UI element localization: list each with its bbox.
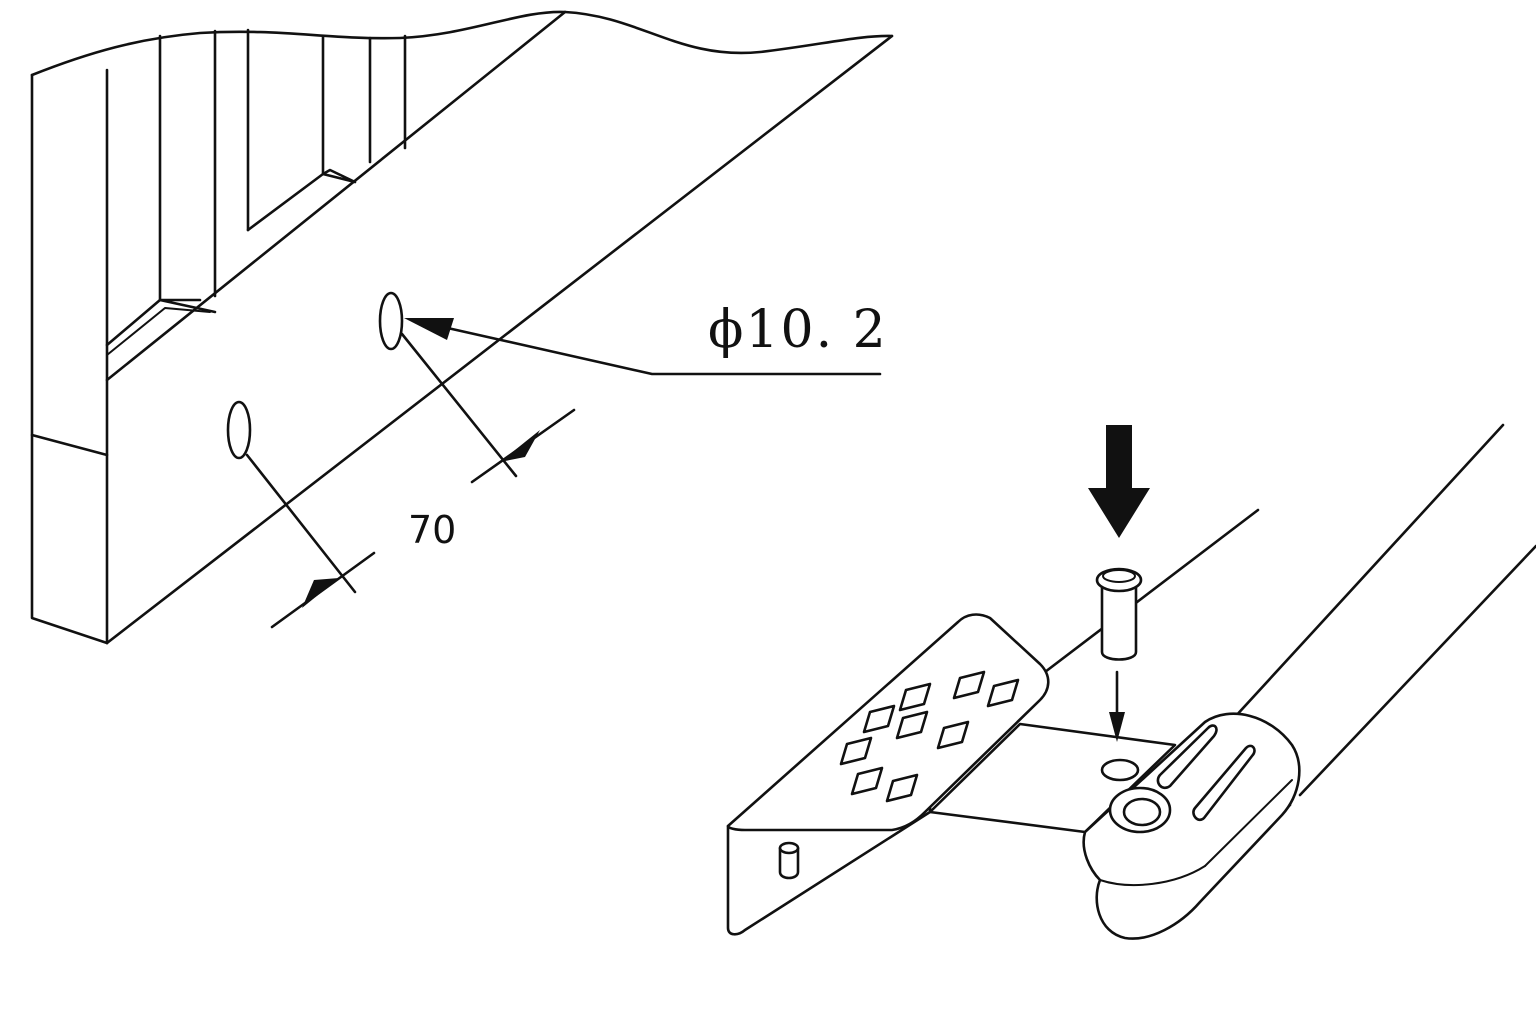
flange-pin-top [778, 841, 800, 855]
bracket-perforations [839, 670, 1020, 803]
extension-line-left [245, 453, 357, 594]
perforation [986, 678, 1020, 708]
latch-slot-1 [1156, 724, 1218, 790]
dimension-arrow-left [302, 578, 339, 608]
perforation [885, 773, 919, 803]
panel-inner-ledge [106, 307, 211, 356]
latch-slot-2 [1192, 744, 1256, 822]
end-cap-lower-curve [1099, 865, 1206, 887]
dimension-arrow-right [500, 430, 540, 462]
panel-break-line [30, 10, 894, 77]
diameter-arrowhead [404, 318, 454, 340]
perforation [850, 766, 884, 796]
panel-top-edge [105, 10, 567, 382]
locking-pin-rim [1102, 569, 1136, 583]
perforation [952, 670, 986, 700]
down-arrow-icon [1088, 425, 1150, 538]
hole-diameter-label: ϕ10. 2 [708, 300, 888, 360]
rail-bottom-edge [1298, 544, 1536, 797]
perforation [936, 720, 970, 750]
perforation [862, 704, 896, 734]
panel-inner-frame [105, 168, 357, 347]
perforation [839, 736, 873, 766]
front-bracket [726, 613, 1177, 936]
mounting-holes [226, 291, 404, 460]
locking-pin-head [1095, 567, 1143, 593]
rail-end-cap [1082, 712, 1301, 940]
extension-line-right [400, 332, 518, 478]
panel-front-edge [30, 73, 109, 645]
insertion-guide [1088, 425, 1150, 742]
diameter-leader-line [410, 318, 882, 376]
rail-upper-edge [1043, 508, 1260, 674]
panel-joint-line [30, 433, 109, 457]
hole-right [378, 291, 404, 351]
pin-socket-inner [1122, 797, 1162, 827]
flange-pin [778, 846, 800, 880]
hole-spacing-label: 70 [408, 508, 456, 552]
rail-top-edge [1220, 423, 1505, 733]
end-cap-seam [1204, 779, 1293, 867]
perforation [895, 710, 929, 740]
bracket-strip-hole [1100, 758, 1140, 782]
diameter-leader: ϕ10. 2 [404, 300, 888, 376]
hole-left [226, 400, 252, 460]
spacing-dimension: 70 [245, 332, 576, 629]
guide-arrowhead [1109, 712, 1125, 742]
bracket-strip [928, 722, 1177, 834]
bracket-flange [726, 798, 932, 936]
locking-pin-body [1100, 580, 1138, 661]
perforation [898, 682, 932, 712]
